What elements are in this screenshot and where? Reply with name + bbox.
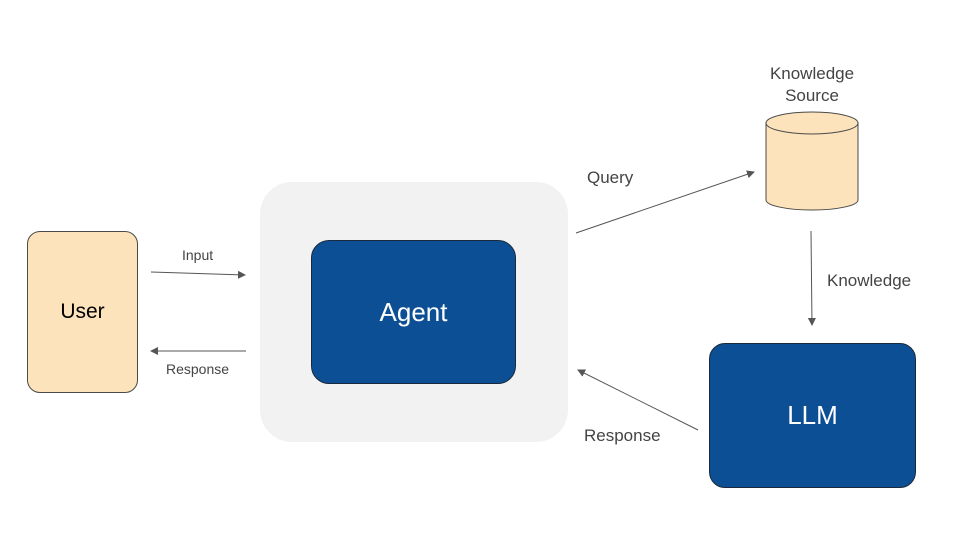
agent-label: Agent [379,296,448,327]
query-arrow [575,170,755,234]
llm-label: LLM [787,400,838,430]
response-to-agent-arrow [577,369,699,431]
knowledge-source-label-line2: Source [785,86,839,105]
input-arrow [150,270,246,279]
query-edge-label: Query [587,168,634,187]
response-to-agent-edge-label: Response [584,426,661,445]
knowledge-source-label-line1: Knowledge [769,64,855,83]
user-label: User [60,300,105,323]
knowledge-arrow [807,230,816,326]
input-edge-label: Input [182,247,214,263]
user-node: User [27,231,138,393]
response-to-user-edge-label: Response [166,361,230,377]
knowledge-edge-label: Knowledge [827,271,912,290]
knowledge-source-label: Knowledge Source [752,63,872,107]
llm-node: LLM [709,343,916,488]
agent-node: Agent [311,240,516,384]
knowledge-source-database-icon [765,111,859,211]
